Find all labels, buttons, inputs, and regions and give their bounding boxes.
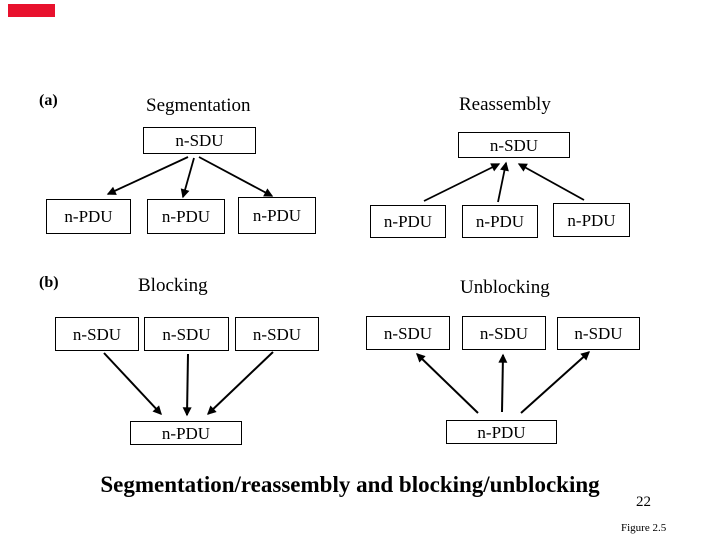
box-b-unblock-pdu: n-PDU — [446, 420, 557, 444]
box-b-unblock-sdu-1: n-SDU — [366, 316, 450, 350]
unblocking-arrows — [416, 351, 591, 414]
box-b-block-pdu: n-PDU — [130, 421, 242, 445]
segmentation-arrows — [106, 156, 274, 199]
box-b-unblock-sdu-3: n-SDU — [557, 317, 640, 350]
box-b-unblock-sdu-2: n-SDU — [462, 316, 546, 350]
box-a-seg-pdu-2: n-PDU — [147, 199, 225, 234]
heading-blocking: Blocking — [138, 275, 208, 296]
heading-reassembly: Reassembly — [459, 94, 551, 115]
blocking-arrows — [103, 351, 274, 417]
figure-caption: Figure 2.5 — [621, 522, 667, 534]
box-b-block-sdu-3: n-SDU — [235, 317, 319, 351]
page-number: 22 — [636, 494, 651, 510]
section-b-label: (b) — [39, 274, 59, 291]
heading-unblocking: Unblocking — [460, 277, 550, 298]
box-a-reasm-pdu-3: n-PDU — [553, 203, 630, 237]
box-a-reasm-pdu-2: n-PDU — [462, 205, 538, 238]
box-a-seg-sdu: n-SDU — [143, 127, 256, 154]
reassembly-arrows — [423, 161, 585, 203]
section-a-label: (a) — [39, 92, 58, 109]
box-a-reasm-sdu: n-SDU — [458, 132, 570, 158]
box-b-block-sdu-2: n-SDU — [144, 317, 229, 351]
box-a-reasm-pdu-1: n-PDU — [370, 205, 446, 238]
box-b-block-sdu-1: n-SDU — [55, 317, 139, 351]
red-marker — [8, 4, 55, 17]
heading-segmentation: Segmentation — [146, 95, 251, 116]
box-a-seg-pdu-1: n-PDU — [46, 199, 131, 234]
slide-title: Segmentation/reassembly and blocking/unb… — [100, 472, 600, 497]
box-a-seg-pdu-3: n-PDU — [238, 197, 316, 234]
